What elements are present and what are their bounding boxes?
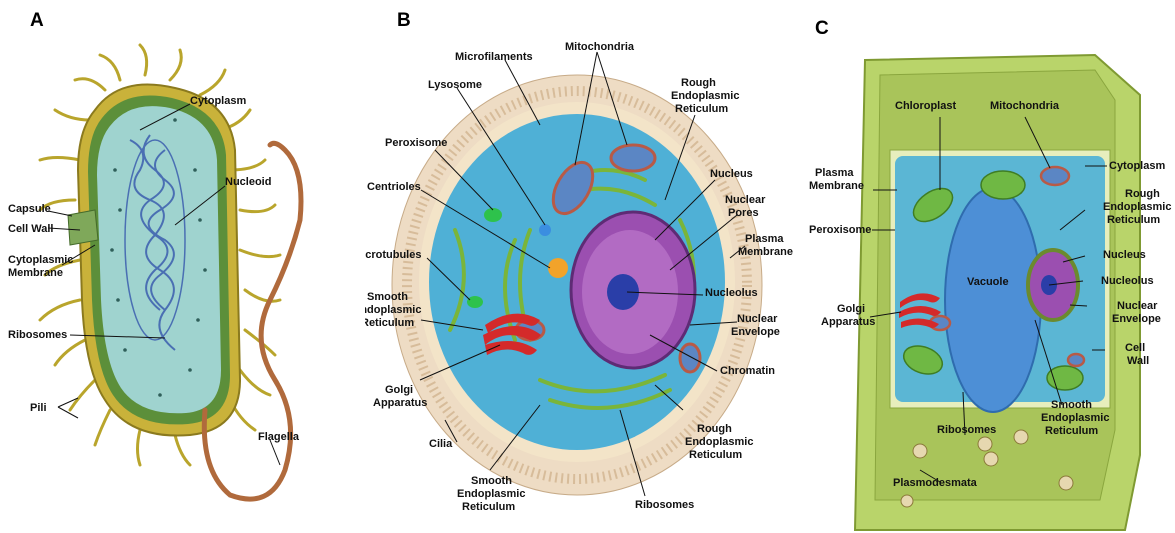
label-nucleus-c: Nucleus bbox=[1103, 249, 1146, 261]
label-centrioles: Centrioles bbox=[367, 181, 421, 193]
bacterium-diagram: A bbox=[0, 0, 365, 533]
bacterium-body bbox=[78, 84, 240, 435]
label-microtubules: Microtubules bbox=[365, 249, 421, 261]
label-rough-er-c-line1: Rough bbox=[1125, 188, 1160, 200]
label-vacuole: Vacuole bbox=[967, 276, 1009, 288]
label-cytoplasm: Cytoplasm bbox=[190, 95, 246, 107]
label-plasmodesmata: Plasmodesmata bbox=[893, 477, 978, 489]
label-cytoplasmic-membrane-line2: Membrane bbox=[8, 267, 63, 279]
label-lysosome: Lysosome bbox=[428, 79, 482, 91]
label-rough-er-top-line2: Endoplasmic bbox=[671, 90, 739, 102]
label-mitochondria: Mitochondria bbox=[565, 41, 635, 53]
label-nuclear-envelope-c-line1: Nuclear bbox=[1117, 300, 1158, 312]
label-rough-er-c-line2: Endoplasmic bbox=[1103, 201, 1171, 213]
label-smooth-er-left-line3: Reticulum bbox=[365, 317, 414, 329]
label-nuclear-pores-line1: Nuclear bbox=[725, 194, 766, 206]
vacuole bbox=[945, 188, 1041, 412]
animal-cell-diagram: B bbox=[365, 0, 795, 533]
label-cytoplasmic-membrane-line1: Cytoplasmic bbox=[8, 254, 73, 266]
label-peroxisome: Peroxisome bbox=[385, 137, 447, 149]
panel-a-bacterium: A bbox=[0, 0, 365, 533]
label-flagella: Flagella bbox=[258, 431, 300, 443]
label-rough-er-bottom-line1: Rough bbox=[697, 423, 732, 435]
label-rough-er-bottom-line3: Reticulum bbox=[689, 449, 742, 461]
label-microfilaments: Microfilaments bbox=[455, 51, 533, 63]
label-nuclear-envelope-line1: Nuclear bbox=[737, 313, 778, 325]
label-nucleolus-c: Nucleolus bbox=[1101, 275, 1154, 287]
label-smooth-er-bottom-line1: Smooth bbox=[471, 475, 512, 487]
label-cytoplasm-c: Cytoplasm bbox=[1109, 160, 1165, 172]
label-smooth-er-left-line2: Endoplasmic bbox=[365, 304, 421, 316]
label-mitochondria-c: Mitochondria bbox=[990, 100, 1060, 112]
label-nucleolus: Nucleolus bbox=[705, 287, 758, 299]
label-cell-wall-c-line2: Wall bbox=[1127, 355, 1149, 367]
label-ribosomes: Ribosomes bbox=[8, 329, 67, 341]
label-cell-wall: Cell Wall bbox=[8, 223, 53, 235]
label-cilia: Cilia bbox=[429, 438, 453, 450]
label-pili: Pili bbox=[30, 402, 47, 414]
label-ribosomes-b: Ribosomes bbox=[635, 499, 694, 511]
capsule-cutaway bbox=[68, 210, 98, 245]
label-plasma-membrane-line2: Membrane bbox=[738, 246, 793, 258]
label-golgi-line2: Apparatus bbox=[373, 397, 427, 409]
label-rough-er-top-line3: Reticulum bbox=[675, 103, 728, 115]
label-nuclear-envelope-c-line2: Envelope bbox=[1112, 313, 1161, 325]
label-nucleoid: Nucleoid bbox=[225, 176, 271, 188]
label-nucleus: Nucleus bbox=[710, 168, 753, 180]
label-rough-er-c-line3: Reticulum bbox=[1107, 214, 1160, 226]
label-smooth-er-bottom-line2: Endoplasmic bbox=[457, 488, 525, 500]
label-golgi-c-line1: Golgi bbox=[837, 303, 865, 315]
panel-letter-a: A bbox=[30, 10, 44, 31]
label-chloroplast: Chloroplast bbox=[895, 100, 956, 112]
label-peroxisome-c: Peroxisome bbox=[809, 224, 871, 236]
label-capsule: Capsule bbox=[8, 203, 51, 215]
panel-letter-b: B bbox=[397, 10, 411, 31]
label-nuclear-pores-line2: Pores bbox=[728, 207, 759, 219]
label-rough-er-top-line1: Rough bbox=[681, 77, 716, 89]
label-plasma-membrane-line1: Plasma bbox=[745, 233, 784, 245]
label-golgi-c-line2: Apparatus bbox=[821, 316, 875, 328]
label-nuclear-envelope-line2: Envelope bbox=[731, 326, 780, 338]
label-smooth-er-c-line3: Reticulum bbox=[1045, 425, 1098, 437]
panel-letter-c: C bbox=[815, 18, 829, 39]
label-golgi-line1: Golgi bbox=[385, 384, 413, 396]
label-smooth-er-c-line1: Smooth bbox=[1051, 399, 1092, 411]
plant-golgi bbox=[899, 293, 941, 328]
peroxisome-small bbox=[467, 296, 483, 308]
panel-c-plant-cell: C bbox=[795, 0, 1175, 533]
plant-cell-diagram: C bbox=[795, 0, 1175, 533]
label-rough-er-bottom-line2: Endoplasmic bbox=[685, 436, 753, 448]
label-ribosomes-c: Ribosomes bbox=[937, 424, 996, 436]
label-smooth-er-bottom-line3: Reticulum bbox=[462, 501, 515, 513]
label-cell-wall-c-line1: Cell bbox=[1125, 342, 1145, 354]
label-smooth-er-left-line1: Smooth bbox=[367, 291, 408, 303]
label-plasma-membrane-c-line2: Membrane bbox=[809, 180, 864, 192]
label-plasma-membrane-c-line1: Plasma bbox=[815, 167, 854, 179]
peroxisome bbox=[484, 208, 502, 222]
lysosome bbox=[539, 224, 551, 236]
label-smooth-er-c-line2: Endoplasmic bbox=[1041, 412, 1109, 424]
panel-b-animal-cell: B bbox=[365, 0, 795, 533]
centrioles bbox=[548, 258, 568, 278]
label-chromatin: Chromatin bbox=[720, 365, 775, 377]
